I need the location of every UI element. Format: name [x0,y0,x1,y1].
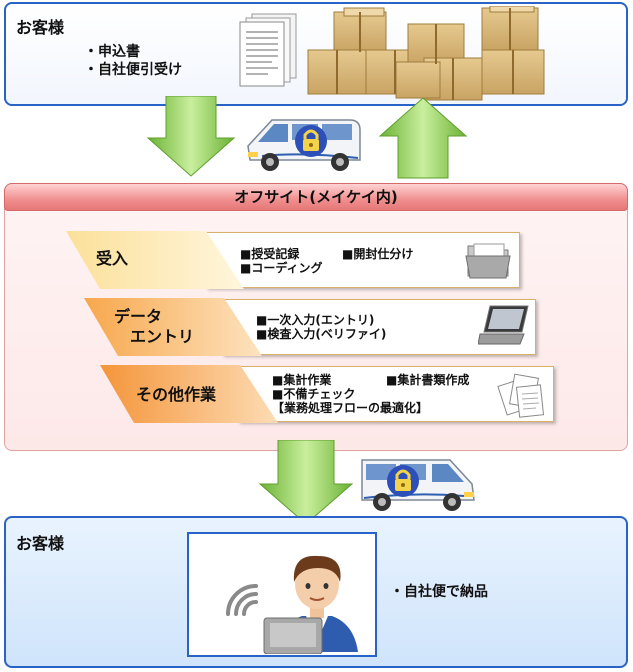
arrow-down-bottom-icon [258,440,354,525]
wifi-icon [226,584,258,616]
process-data-entry-item-primary: ■一次入力(エントリ) [256,313,375,327]
arrow-down-icon [146,96,236,177]
process-data-entry-card [222,299,536,355]
process-receiving-item-coding: ■コーディング [240,261,323,275]
offsite-title-bar [4,183,628,211]
papers-icon [497,373,545,418]
process-other-title: その他作業 [136,385,217,404]
process-data-entry-title-line2: エントリ [130,327,195,346]
offsite-title: オフサイト(メイケイ内) [234,188,398,206]
process-receiving-item-sort: ■開封仕分け [342,247,414,261]
customer-bottom-item-delivery: ・自社便で納品 [390,584,488,600]
process-other-item-check: ■不備チェック [272,387,356,401]
laptop-icon [478,305,529,345]
process-other-item-optimize: 【業務処理フローの最適化】 [272,401,429,415]
document-icon [239,13,297,87]
process-data-entry-item-verify: ■検査入力(ベリファイ) [256,327,387,341]
boxes-icon [307,6,545,101]
process-other-tab [100,365,278,423]
customer-bottom-title: お客様 [16,534,65,553]
customer-top-title: お客様 [16,18,65,37]
person-icon [263,555,358,654]
lock-icon [295,125,327,157]
process-other-item-tally: ■集計作業 [272,373,332,387]
process-data-entry-title-line1: データ [114,307,163,326]
process-receiving-tab [66,231,244,289]
process-receiving-item-record: ■授受記録 [240,247,300,261]
customer-top-item-pickup: ・自社便引受け [84,62,182,78]
lock-bottom-icon [387,465,419,497]
process-other-item-docs: ■集計書類作成 [386,373,470,387]
customer-top-item-application: ・申込書 [84,44,140,60]
arrow-up-icon [378,97,468,179]
process-data-entry-tab [84,298,262,356]
folder-icon [465,243,511,279]
process-receiving-title: 受入 [96,249,129,268]
